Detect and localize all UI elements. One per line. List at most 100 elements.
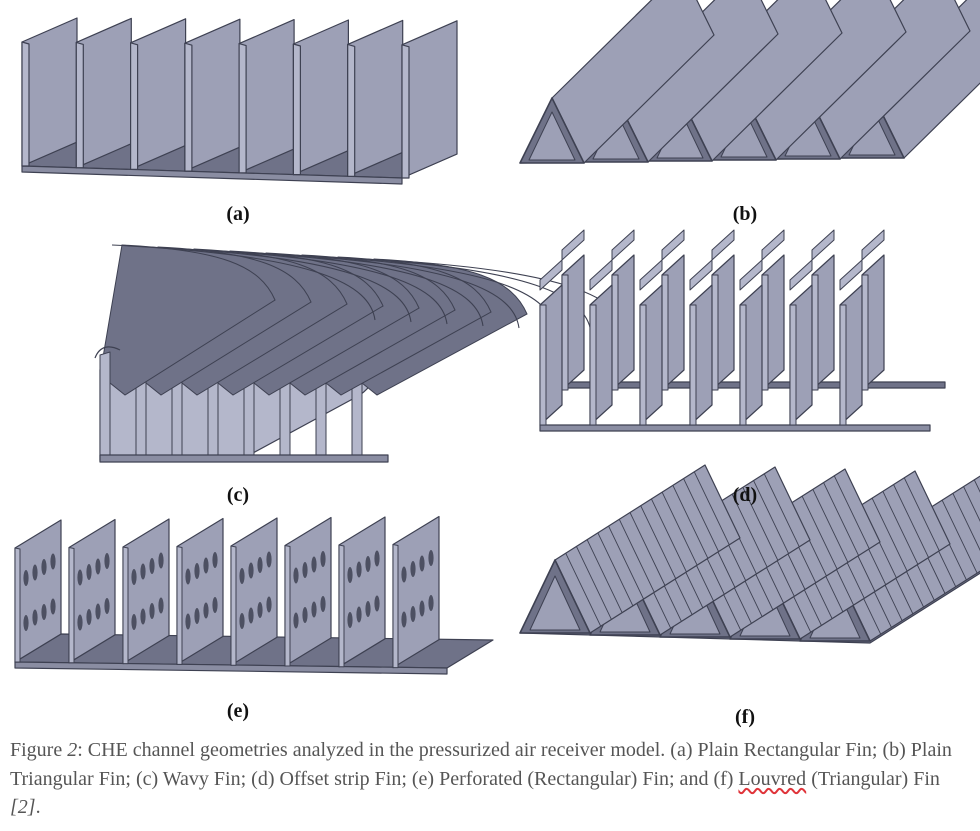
louvre-slit (651, 498, 687, 573)
louvre-slit (941, 499, 978, 574)
plain-fin-edge (21, 41, 30, 167)
offset-strip-edge (589, 304, 597, 426)
wavy-fin-crest (147, 246, 412, 323)
perforation-hole (311, 601, 317, 618)
perforation-hole (203, 557, 209, 574)
perforation-hole (50, 553, 56, 570)
perforation-hole (95, 558, 101, 575)
offset-strip-upper (639, 259, 663, 291)
louvre-slit (672, 485, 709, 559)
perforation-hole (257, 602, 263, 618)
panel-a-plain-rectangular-fin (21, 17, 458, 185)
louvre-slit (801, 495, 838, 570)
offset-strip-edge (539, 304, 547, 426)
offset-strip-upper (789, 259, 813, 291)
figure-caption: Figure 2: CHE channel geometries analyze… (10, 736, 970, 822)
fin-base-front (21, 165, 403, 185)
perforation-hole (266, 551, 272, 568)
perforation-hole (131, 614, 137, 630)
perforation-hole (410, 606, 416, 622)
panel-label-c: (c) (226, 484, 250, 506)
louvre-slit (742, 487, 779, 561)
louvre-slit (871, 497, 908, 572)
perforation-hole (104, 553, 110, 569)
plain-fin-plate (184, 18, 241, 172)
perforation-hole (86, 564, 92, 580)
wavy-fin-crest (183, 248, 448, 325)
caption-end: . (35, 796, 41, 818)
perforation-hole (194, 563, 200, 579)
perforation-hole (41, 559, 47, 575)
offset-strip-edge (639, 304, 647, 426)
perforation-hole (356, 561, 362, 578)
offset-strip-upper (589, 259, 613, 291)
wavy-base (99, 454, 389, 463)
offset-strip-upper (711, 229, 735, 261)
figure-illustration (14, 0, 980, 675)
caption-text: : CHE channel geometries analyzed in the… (10, 739, 952, 790)
perforation-hole (347, 612, 353, 628)
offset-strip-edge (761, 274, 769, 391)
louvre-slit (565, 553, 602, 627)
perforated-fin-edge (122, 546, 129, 665)
perforation-hole (50, 598, 56, 615)
offset-strip-upper (861, 229, 885, 261)
louvre-slit (952, 493, 980, 552)
perforation-hole (428, 595, 434, 611)
louvre-slit (903, 477, 940, 551)
offset-strip-upper (661, 229, 685, 261)
perforation-hole (140, 608, 146, 625)
perforation-hole (149, 558, 155, 574)
louvre-slit (893, 484, 929, 558)
louvre-slit (763, 473, 800, 547)
perforation-hole (365, 556, 371, 572)
plain-fin-plate (292, 19, 349, 176)
perforation-hole (23, 570, 29, 586)
caption-reference[interactable]: [2] (10, 796, 36, 818)
perforated-fin-edge (392, 544, 399, 669)
plain-fin-edge (347, 43, 356, 177)
panel-label-e: (e) (226, 700, 250, 722)
plain-fin-edge (401, 44, 410, 179)
louvre-slit (576, 546, 612, 620)
perforation-hole (23, 615, 29, 631)
perforation-hole (293, 612, 299, 629)
perforation-hole (185, 613, 191, 630)
offset-strip-edge (711, 274, 719, 391)
panel-label-f: (f) (735, 706, 755, 728)
spellcheck-flagged-word[interactable]: Louvred (738, 767, 807, 790)
perforated-base-front (14, 661, 448, 675)
perforation-hole (41, 604, 47, 620)
perforation-hole (212, 597, 218, 613)
plain-fin-plate (21, 17, 78, 167)
offset-strip-edge (789, 304, 797, 426)
panel-b-plain-triangular-fin (519, 0, 980, 164)
perforation-hole (401, 566, 407, 583)
perforation-hole (104, 598, 110, 614)
perforation-hole (347, 567, 353, 583)
offset-strip-upper (611, 229, 635, 261)
perforation-hole (77, 614, 83, 631)
perforation-hole (95, 603, 101, 620)
offset-strip-upper (689, 259, 713, 291)
louvre-slit (629, 512, 666, 586)
perforation-hole (185, 568, 191, 585)
perforation-hole (374, 550, 380, 567)
wavy-fin-crest (255, 252, 520, 329)
louvre-slit (753, 480, 789, 554)
caption-text-tail: (Triangular) Fin (806, 767, 940, 790)
plain-fin-edge (292, 43, 301, 176)
perforation-hole (266, 596, 272, 613)
louvre-slit (812, 489, 849, 563)
panel-e-perforated-rectangular-fin (14, 515, 494, 675)
louvre-slit (882, 491, 919, 565)
wavy-fin-crest (327, 256, 592, 333)
perforation-hole (257, 557, 263, 573)
perforation-hole (32, 609, 38, 626)
plain-fin-plate (130, 18, 187, 170)
perforation-hole (419, 600, 425, 617)
panel-f-louvred-triangular-fin (519, 464, 980, 644)
louvred-fin-inner (529, 575, 581, 631)
perforation-hole (410, 561, 416, 577)
perforated-fin-edge (176, 546, 183, 665)
